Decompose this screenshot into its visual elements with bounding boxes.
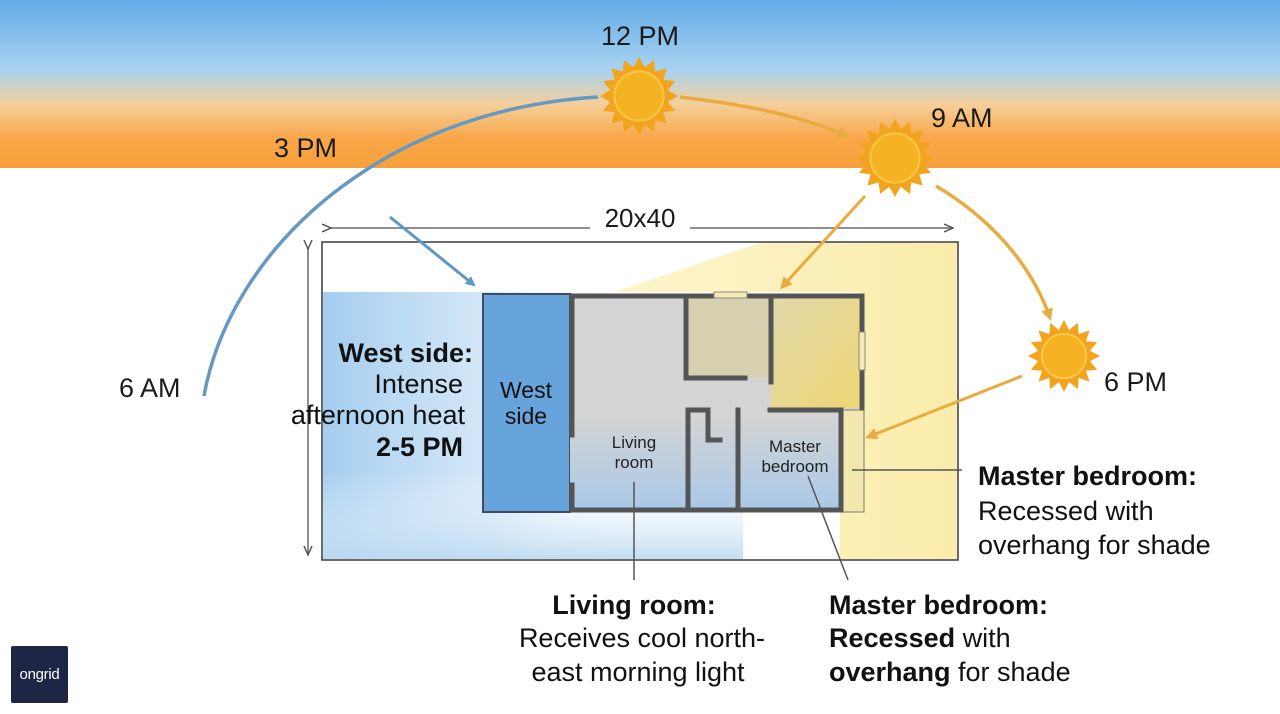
master-callout-line3-bold: overhang xyxy=(829,657,951,687)
sun-icon-nine-am xyxy=(856,119,934,197)
walls xyxy=(569,293,865,513)
right-callout-line2: overhang for shade xyxy=(978,530,1211,560)
afternoon-path-arc xyxy=(202,95,599,397)
west-side-zone xyxy=(482,293,571,513)
master-callout-line2-rest: with xyxy=(955,623,1011,653)
master-callout-line2: Recessed with xyxy=(829,623,1011,653)
dimension-marks xyxy=(308,228,952,554)
evening-path-arc xyxy=(935,184,1053,321)
west-callout-line3: 2-5 PM xyxy=(376,432,463,462)
living-room-label-line1: Living xyxy=(612,433,656,452)
living-room-label-line2: room xyxy=(615,453,654,472)
evening-sun-ray xyxy=(865,374,1023,440)
right-callout-line1: Recessed with xyxy=(978,496,1154,526)
sun-disc xyxy=(869,132,921,184)
west-side-label-line1: West xyxy=(500,377,553,403)
master-callout-line2-bold: Recessed xyxy=(829,623,955,653)
master-callout-title: Master bedroom: xyxy=(829,590,1048,620)
sun-disc xyxy=(1040,332,1088,380)
master-callout-leader xyxy=(807,475,849,581)
floor-plan xyxy=(482,291,866,513)
west-callout-line1: Intense xyxy=(374,369,463,399)
window-north xyxy=(713,291,748,299)
living-callout-title: Living room: xyxy=(552,590,716,620)
time-label-6am: 6 AM xyxy=(119,373,181,403)
time-label-12pm: 12 PM xyxy=(601,21,679,51)
master-bedroom-label-line2: bedroom xyxy=(761,457,828,476)
time-label-3pm: 3 PM xyxy=(274,133,337,163)
time-label-6pm: 6 PM xyxy=(1104,367,1167,397)
cool-light-arrow xyxy=(389,215,476,287)
sunlit-room-small xyxy=(688,298,771,378)
sunlit-room xyxy=(771,298,860,408)
master-callout-line3: overhang for shade xyxy=(829,657,1071,687)
logo-text: ongrid xyxy=(19,666,60,683)
dimension-label: 20x40 xyxy=(605,203,676,233)
ongrid-logo: ongrid xyxy=(11,646,68,703)
morning-path-arc xyxy=(679,95,850,138)
west-side-label-line2: side xyxy=(505,403,547,429)
sun-icon-noon xyxy=(600,57,678,135)
overhang-zone xyxy=(840,409,865,513)
west-callout-line2: afternoon heat xyxy=(291,400,466,430)
master-bedroom-label-line1: Master xyxy=(769,437,821,456)
window-east xyxy=(858,331,866,371)
sun-disc xyxy=(613,70,665,122)
right-callout-title: Master bedroom: xyxy=(978,461,1197,491)
morning-sun-ray xyxy=(779,194,867,290)
sun-icon-six-pm xyxy=(1028,320,1100,392)
living-callout-line2: east morning light xyxy=(531,657,745,687)
time-label-9am: 9 AM xyxy=(931,103,993,133)
master-callout-line3-rest: for shade xyxy=(951,657,1071,687)
west-callout-title: West side: xyxy=(338,338,473,368)
living-callout-line1: Receives cool north- xyxy=(519,623,765,653)
